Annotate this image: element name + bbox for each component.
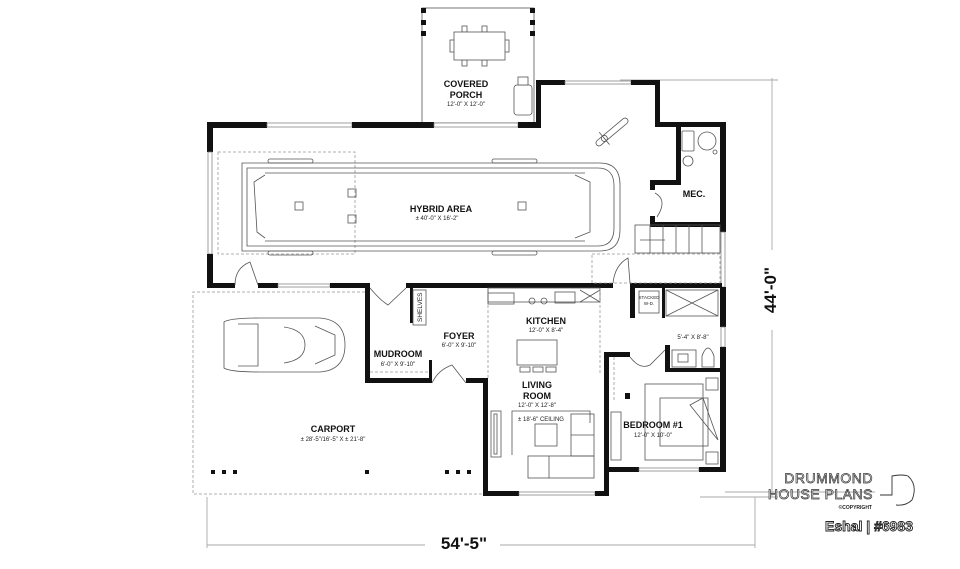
kitchen: KITCHEN 12'-0" X 8'-4" (487, 287, 601, 375)
stacked-wd-label-2: W-D. (644, 301, 654, 306)
drummond-logo: DRUMMOND HOUSE PLANS ©COPYRIGHT Eshal | … (768, 470, 915, 534)
foyer-size: 6'-0" X 9'-10" (442, 343, 477, 349)
kitchen-size: 12'-0" X 8'-4" (529, 328, 564, 334)
living-room-label-2: ROOM (523, 391, 551, 401)
carport-label: CARPORT (311, 424, 356, 434)
carport-size: ± 28'-5"/16'-5" X ± 21'-8" (301, 437, 366, 443)
carport: CARPORT ± 28'-5"/16'-5" X ± 21'-8" (192, 291, 483, 495)
total-depth-dimension: 44'-0" (761, 267, 780, 313)
bedroom: BEDROOM #1 12'-0" X 10'-0" (610, 357, 719, 465)
living-room: LIVING ROOM 12'-0" X 12'-8" ± 18'-6" CEI… (490, 380, 595, 479)
hybrid-area (217, 151, 621, 256)
kitchen-label: KITCHEN (526, 316, 566, 326)
foyer-label: FOYER (443, 331, 475, 341)
mudroom-label: MUDROOM (374, 349, 423, 359)
shelves-label: SHELVES (417, 292, 424, 322)
brand-line-2: HOUSE PLANS (768, 486, 873, 502)
grill-icon (513, 76, 533, 116)
total-width-dimension: 54'-5" (441, 534, 487, 553)
stairs (591, 224, 721, 284)
living-room-size: 12'-0" X 12'-8" (518, 403, 556, 409)
covered-porch-size: 12'-0" X 12'-0" (447, 102, 485, 108)
dining-table-icon (449, 25, 510, 67)
bathroom-size: 5'-4" X 8'-8" (677, 335, 708, 341)
mudroom-foyer: SHELVES MUDROOM 6'-0" X 9'-10" FOYER 6'-… (370, 289, 489, 378)
bedroom1-size: 12'-0" X 10'-0" (634, 433, 672, 439)
living-room-label-1: LIVING (522, 380, 552, 390)
door-swings (234, 257, 666, 384)
car-icon (223, 317, 346, 373)
bedroom1-label: BEDROOM #1 (623, 420, 683, 430)
mec-room: MEC. (654, 130, 718, 218)
logo-mark-icon (880, 474, 915, 506)
hybrid-area-label: HYBRID AREA (410, 204, 473, 214)
mec-label: MEC. (683, 189, 706, 199)
laundry-bath: STACKED W-D. 5'-4" X 8'-8" (639, 289, 719, 368)
covered-porch-label-1: COVERED (444, 79, 489, 89)
brand-line-1: DRUMMOND (784, 470, 873, 486)
walls (207, 80, 726, 496)
plan-name: Eshal | #6983 (825, 518, 913, 534)
mudroom-size: 6'-0" X 9'-10" (381, 362, 416, 368)
hybrid-area-size: ± 40'-0" X 16'-2" (416, 216, 459, 222)
copyright-text: ©COPYRIGHT (839, 504, 872, 511)
stacked-wd-label-1: STACKED (639, 295, 661, 300)
covered-porch-label-2: PORCH (450, 90, 483, 100)
living-room-ceiling: ± 18'-6" CEILING (518, 417, 564, 423)
motorcycle-icon (595, 117, 629, 147)
